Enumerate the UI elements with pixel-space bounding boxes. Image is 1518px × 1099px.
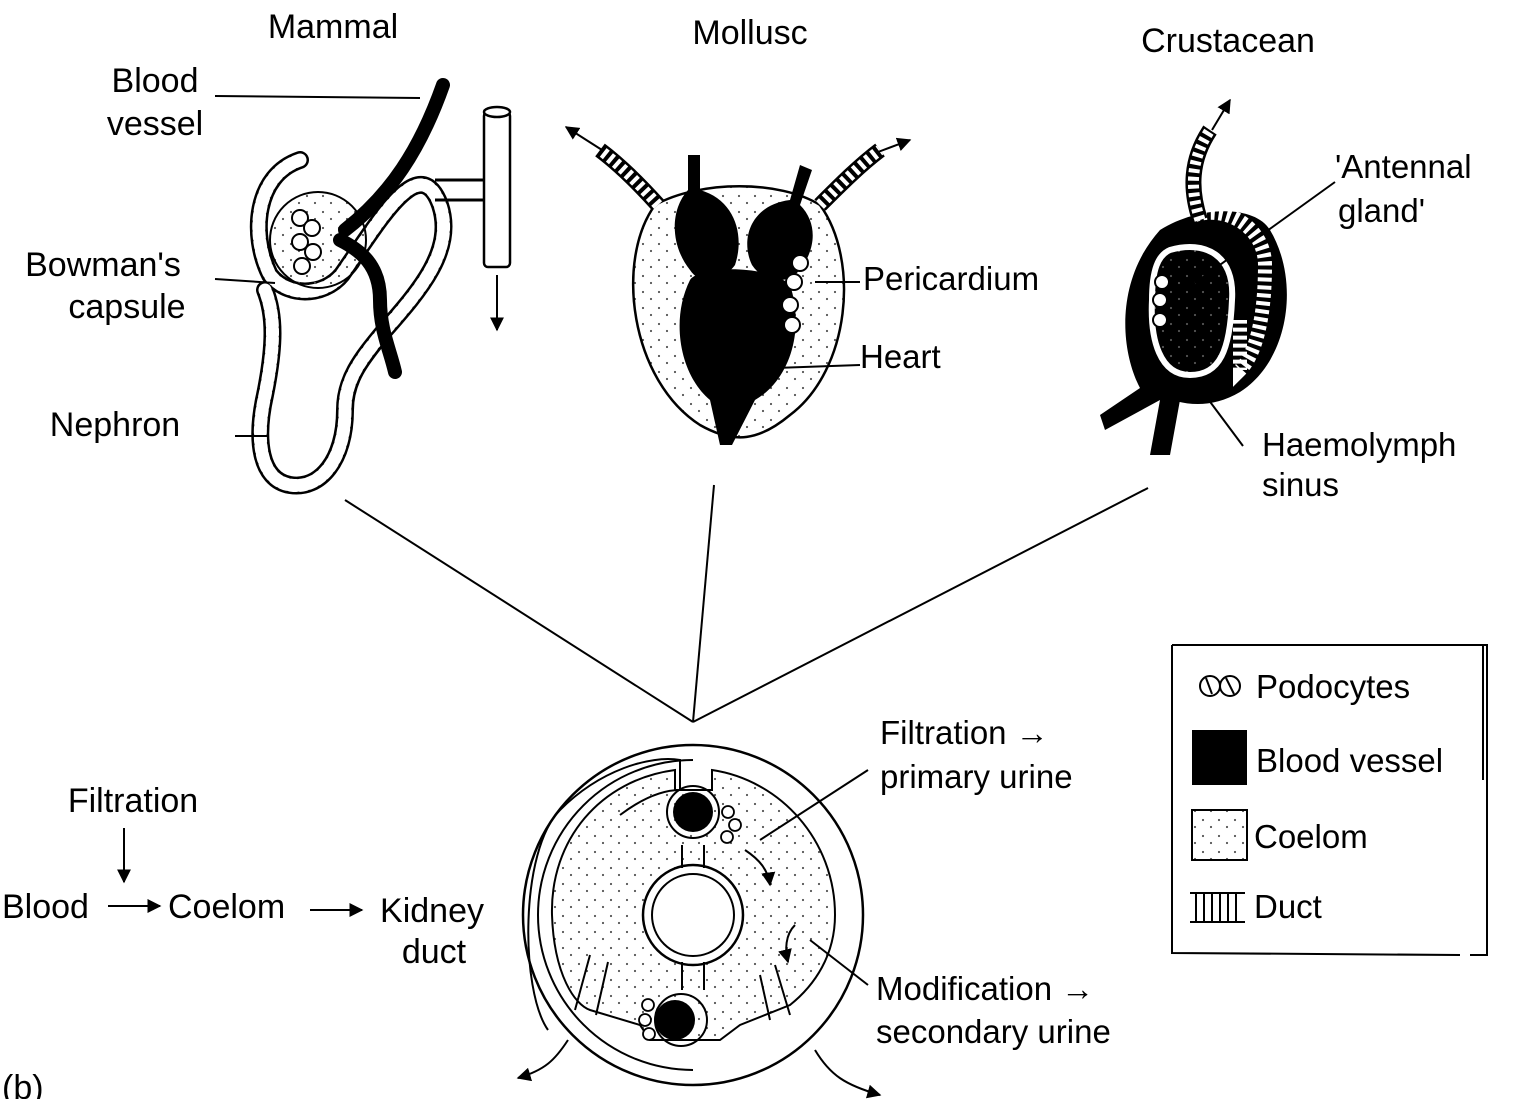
label-haemolymph-2: sinus bbox=[1262, 466, 1339, 503]
label-blood-vessel-1: Blood bbox=[112, 62, 199, 100]
flow-scheme: Filtration Blood Coelom Kidney duct bbox=[2, 782, 484, 971]
label-antennal-1: 'Antennal bbox=[1335, 148, 1472, 185]
podocytes-icon bbox=[1200, 676, 1240, 696]
label-heart: Heart bbox=[860, 338, 941, 375]
legend-blood-vessel: Blood vessel bbox=[1256, 742, 1443, 779]
label-bowmans-1: Bowman's bbox=[25, 246, 181, 284]
mammal-title: Mammal bbox=[268, 8, 398, 46]
label-bowmans-2: capsule bbox=[68, 288, 185, 326]
legend: Podocytes Blood vessel Coelom Duct bbox=[1172, 645, 1487, 955]
label-blood-vessel-2: vessel bbox=[107, 105, 203, 143]
flow-blood: Blood bbox=[2, 888, 89, 926]
crustacean-title: Crustacean bbox=[1141, 22, 1315, 60]
blood-vessel-swatch bbox=[1192, 730, 1247, 785]
label-modification-2: secondary urine bbox=[876, 1013, 1111, 1050]
label-filtration-primary-1: Filtration → bbox=[880, 714, 1049, 751]
flow-coelom: Coelom bbox=[168, 888, 285, 926]
mollusc-title: Mollusc bbox=[692, 14, 807, 52]
label-nephron: Nephron bbox=[50, 406, 180, 444]
converging-lines bbox=[345, 485, 1148, 722]
mollusc-figure: Mollusc Pericardium Heart bbox=[566, 14, 1039, 445]
crustacean-figure: Crustacean 'Antennal gland' Haemolymph s… bbox=[1100, 22, 1472, 503]
mammal-figure: Mammal Blood vessel Bowman's capsule Nep… bbox=[25, 8, 510, 486]
panel-label: (b) bbox=[2, 1069, 44, 1099]
flow-filtration: Filtration bbox=[68, 782, 198, 820]
duct-swatch bbox=[1190, 890, 1245, 922]
label-modification-1: Modification → bbox=[876, 970, 1094, 1007]
legend-duct: Duct bbox=[1254, 888, 1322, 925]
flow-kidney-2: duct bbox=[402, 933, 467, 971]
flow-kidney-1: Kidney bbox=[380, 892, 484, 930]
generalized-schema: Filtration → primary urine Modification … bbox=[518, 714, 1111, 1095]
crustacean-coelom bbox=[1152, 247, 1232, 375]
label-haemolymph-1: Haemolymph bbox=[1262, 426, 1456, 463]
coelom-swatch bbox=[1192, 810, 1247, 860]
label-filtration-primary-2: primary urine bbox=[880, 758, 1073, 795]
legend-podocytes: Podocytes bbox=[1256, 668, 1410, 705]
label-antennal-2: gland' bbox=[1338, 192, 1425, 229]
legend-coelom: Coelom bbox=[1254, 818, 1368, 855]
crustacean-podocytes bbox=[1153, 275, 1169, 327]
label-pericardium: Pericardium bbox=[863, 260, 1039, 297]
